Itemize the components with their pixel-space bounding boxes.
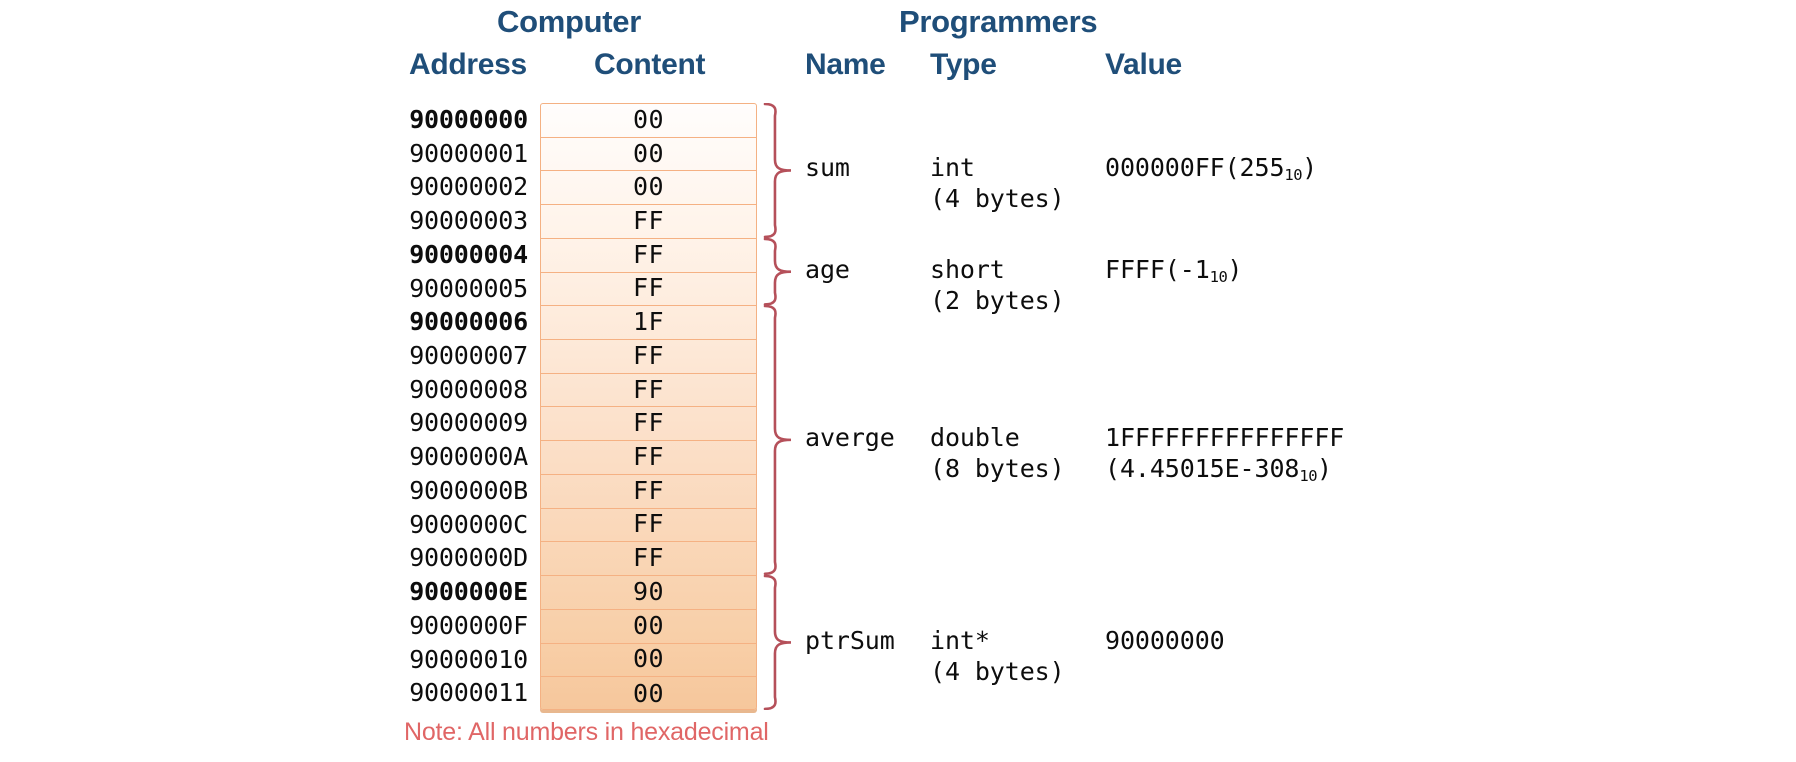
group-brace <box>763 575 793 710</box>
address-label: 90000006 <box>409 307 528 337</box>
memory-cell-value: 00 <box>632 172 665 202</box>
memory-cell: 1F <box>541 306 756 341</box>
variable-name: age <box>805 254 850 284</box>
address-label: 9000000A <box>409 442 528 472</box>
header-computer-group: Computer <box>497 4 641 39</box>
memory-cell-value: FF <box>632 509 665 539</box>
variable-name: averge <box>805 423 895 453</box>
footnote-note: Note: All numbers in hexadecimal <box>404 718 769 746</box>
variable-type: int* <box>930 625 990 655</box>
memory-cell: 00 <box>541 104 756 138</box>
variable-size: (4 bytes) <box>930 656 1065 686</box>
address-label: 90000004 <box>409 239 528 269</box>
memory-cell-value: 00 <box>632 610 665 640</box>
memory-cell: FF <box>541 239 756 273</box>
memory-cell: 00 <box>541 138 756 172</box>
memory-cell-value: FF <box>632 475 665 505</box>
memory-cell: FF <box>541 205 756 239</box>
value-radix-subscript: 10 <box>1284 166 1303 185</box>
address-label: 9000000C <box>409 509 528 539</box>
memory-cell: FF <box>541 374 756 408</box>
memory-cell-value: FF <box>632 442 665 472</box>
memory-cell-value: FF <box>632 543 665 573</box>
group-brace <box>763 237 793 306</box>
memory-cell: 00 <box>541 644 756 678</box>
variable-type: int <box>930 153 975 183</box>
address-label: 90000007 <box>409 341 528 371</box>
memory-cell-value: FF <box>632 408 665 438</box>
variable-size: (8 bytes) <box>930 454 1065 484</box>
variable-size: (4 bytes) <box>930 184 1065 214</box>
group-brace <box>763 103 793 238</box>
address-label: 90000008 <box>409 374 528 404</box>
column-header-content: Content <box>594 48 706 81</box>
memory-cell: FF <box>541 340 756 374</box>
memory-cell: FF <box>541 509 756 543</box>
memory-cell-value: FF <box>632 273 665 303</box>
column-header-value: Value <box>1105 48 1182 81</box>
memory-cell-value: 00 <box>632 104 665 134</box>
column-header-name: Name <box>805 48 886 81</box>
value-radix-subscript: 10 <box>1299 467 1318 486</box>
memory-cell-value: FF <box>632 206 665 236</box>
variable-braces <box>757 103 827 710</box>
memory-cell-value: FF <box>632 340 665 370</box>
memory-cell-value: 1F <box>632 307 665 337</box>
memory-cell: 00 <box>541 677 756 709</box>
address-label: 90000003 <box>409 206 528 236</box>
memory-cell: FF <box>541 441 756 475</box>
address-label: 90000011 <box>409 678 528 708</box>
variable-value: 90000000 <box>1105 625 1225 655</box>
memory-cell-value: FF <box>632 374 665 404</box>
variable-size: (2 bytes) <box>930 285 1065 315</box>
variable-type: double <box>930 423 1020 453</box>
address-label: 9000000B <box>409 475 528 505</box>
memory-cell-value: 90 <box>632 576 665 606</box>
header-programmers-group: Programmers <box>899 4 1098 39</box>
variable-type: short <box>930 254 1005 284</box>
memory-cell: 90 <box>541 576 756 610</box>
variable-name: sum <box>805 153 850 183</box>
memory-cell-value: 00 <box>632 138 665 168</box>
variable-value-decimal: (4.45015E-30810) <box>1105 454 1332 486</box>
memory-cell-value: FF <box>632 239 665 269</box>
memory-cell: 00 <box>541 610 756 644</box>
address-label: 9000000E <box>409 577 528 607</box>
memory-cell: FF <box>541 407 756 442</box>
variable-value: FFFF(-110) <box>1105 254 1243 286</box>
column-header-address: Address <box>409 48 527 81</box>
memory-cell-value: 00 <box>632 644 665 674</box>
memory-cell: FF <box>541 542 756 577</box>
memory-cell: 00 <box>541 171 756 206</box>
address-label: 90000001 <box>409 138 528 168</box>
address-label: 90000010 <box>409 644 528 674</box>
address-label: 90000000 <box>409 105 528 134</box>
column-header-type: Type <box>930 48 997 81</box>
variable-name: ptrSum <box>805 625 895 655</box>
address-label: 90000009 <box>409 408 528 438</box>
variable-value: 1FFFFFFFFFFFFFFF <box>1105 423 1345 453</box>
variable-value: 000000FF(25510) <box>1105 153 1318 185</box>
memory-cell: FF <box>541 273 756 307</box>
address-label: 9000000F <box>409 610 528 640</box>
address-label: 90000005 <box>409 273 528 303</box>
value-radix-subscript: 10 <box>1209 267 1228 286</box>
address-label: 90000002 <box>409 172 528 202</box>
group-brace <box>763 305 793 576</box>
address-label: 9000000D <box>409 543 528 573</box>
memory-cell: FF <box>541 475 756 509</box>
memory-cell-value: 00 <box>632 678 665 708</box>
